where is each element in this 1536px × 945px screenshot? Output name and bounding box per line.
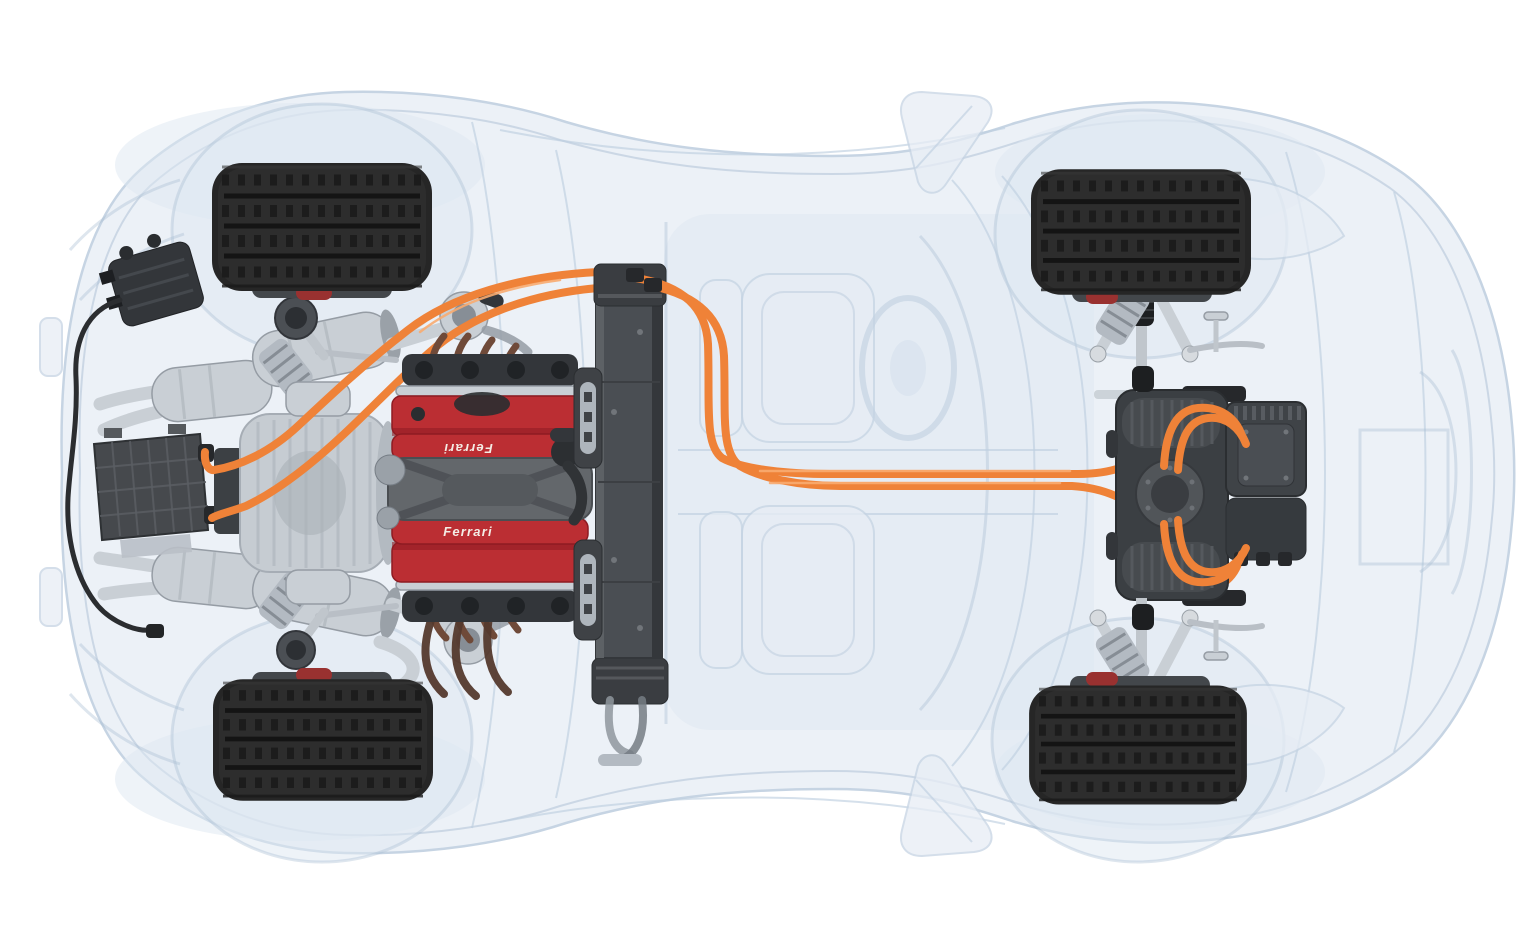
- seat-right: [699, 505, 875, 675]
- engine-brand-top: Ferrari: [443, 441, 493, 456]
- hv-cables-rear: [200, 268, 602, 522]
- brake-caliper-front-bottom: [1086, 672, 1118, 686]
- hv-cable-loops-front: [1160, 403, 1250, 587]
- brake-caliper-rear-bottom: [296, 668, 332, 682]
- tailpipe-top-1: [93, 385, 161, 411]
- tailpipe-bottom-2: [97, 581, 165, 601]
- front-e-axle: [1106, 386, 1307, 606]
- tire-rear-top: [212, 163, 432, 291]
- tailpipe-bottom-1: [93, 551, 161, 573]
- steering-wheel: [859, 295, 957, 441]
- tire-rear-bottom: [213, 679, 433, 801]
- battery-pack: [573, 263, 669, 766]
- door-mirror-bottom: [900, 754, 993, 858]
- tire-front-top: [1031, 169, 1251, 294]
- battery-connector-module-top: [573, 367, 603, 469]
- door-mirror-top: [900, 90, 993, 194]
- taillight-top: [39, 317, 63, 377]
- wheels: [212, 163, 1251, 805]
- center-tunnel: [678, 449, 1058, 515]
- rear-control-unit: [98, 233, 204, 327]
- front-inverter: [1225, 401, 1307, 566]
- taillight-bottom: [39, 567, 63, 627]
- rear-wiring-loom: [65, 297, 155, 633]
- tire-front-bottom: [1029, 685, 1247, 804]
- battery-slab: [595, 301, 663, 659]
- engine-brand-bottom: Ferrari: [443, 524, 493, 539]
- battery-connector-module-bottom: [573, 539, 603, 641]
